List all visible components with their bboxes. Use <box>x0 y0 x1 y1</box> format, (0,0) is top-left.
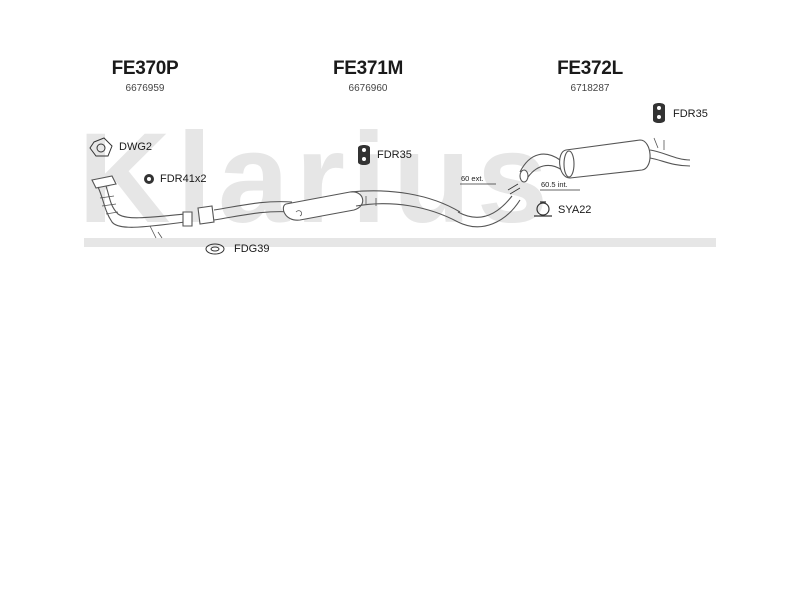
part-code: FE371M <box>332 58 403 79</box>
gasket-icon <box>205 243 225 255</box>
centre-pipe <box>213 190 521 228</box>
rubber-ring-icon <box>144 174 154 184</box>
dimension-label-ext: 60 ext. <box>461 174 484 183</box>
gasket-icon <box>89 137 113 157</box>
dimension-marks <box>460 183 580 195</box>
accessory-label-sya22: SYA22 <box>558 204 592 216</box>
oem-number: 6676960 <box>348 83 388 94</box>
accessory-label-fdg39: FDG39 <box>234 243 270 255</box>
clamp-icon <box>534 201 552 217</box>
part-code: FE372L <box>557 58 623 79</box>
oem-number: 6676959 <box>125 83 165 94</box>
section-header-rear-silencer: FE372L 6718287 <box>540 58 640 94</box>
part-code: FE370P <box>111 58 179 79</box>
flange-joint <box>197 205 215 225</box>
accessory-label-fdr35-rear: FDR35 <box>673 108 708 120</box>
accessory-label-fdr41: FDR41x2 <box>160 173 207 185</box>
section-header-centre-pipe: FE371M 6676960 <box>318 58 418 94</box>
accessory-label-fdr35-centre: FDR35 <box>377 149 412 161</box>
oem-number: 6718287 <box>570 83 610 94</box>
front-pipe <box>91 175 193 239</box>
section-header-front-pipe: FE370P 6676959 <box>95 58 195 94</box>
rubber-hanger-icon <box>358 145 370 165</box>
accessory-label-dwg2: DWG2 <box>119 141 152 153</box>
rubber-hanger-icon <box>653 103 665 123</box>
klarius-watermark: Klarius <box>78 107 716 250</box>
rear-silencer <box>519 137 691 183</box>
dimension-label-int: 60.5 int. <box>541 180 568 189</box>
